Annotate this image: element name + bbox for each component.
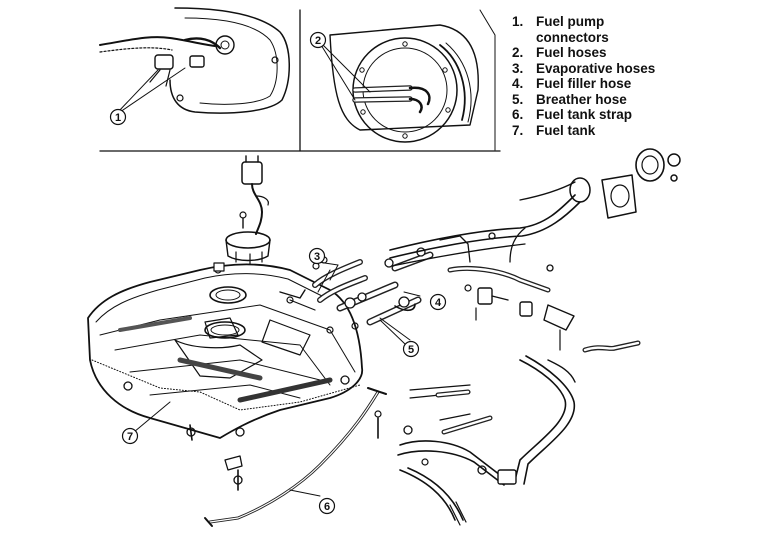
- legend-label-line-1: Fuel pump: [536, 14, 605, 29]
- legend-item-fuel-tank: 7. Fuel tank: [512, 122, 596, 138]
- callout-4: 4: [429, 293, 447, 311]
- fuel-tank-strap: [186, 387, 387, 527]
- svg-text:2: 2: [315, 35, 321, 47]
- inset-fuel-hoses: [317, 9, 496, 151]
- callout-1: 1: [109, 108, 127, 126]
- callout-leaders: [133, 319, 406, 497]
- fuel-lines: [397, 355, 576, 526]
- svg-text:3: 3: [314, 251, 320, 263]
- legend-item-evaporative-hoses: 3. Evaporative hoses: [512, 60, 656, 76]
- callout-2: 2: [309, 31, 327, 49]
- right-side-components: [464, 284, 641, 383]
- inset-fuel-pump-connectors: [99, 7, 501, 152]
- svg-text:7: 7: [127, 431, 133, 443]
- svg-text:1: 1: [115, 112, 121, 124]
- callout-7: 7: [121, 427, 139, 445]
- fuel-pump-assembly: [213, 155, 271, 272]
- svg-text:5: 5: [408, 344, 414, 356]
- filler-neck-pipes: [389, 148, 681, 293]
- callout-3: 3: [308, 247, 326, 265]
- legend-item-fuel-filler-hose: 4. Fuel filler hose: [512, 76, 632, 91]
- legend-item-fuel-tank-strap: 6. Fuel tank strap: [512, 107, 633, 122]
- legend-item-fuel-hoses: 2. Fuel hoses: [512, 45, 607, 60]
- callout-6: 6: [318, 497, 336, 515]
- legend-item-fuel-pump-connectors: 1. Fuel pump connectors: [512, 14, 609, 45]
- parts-legend: 1. Fuel pump connectors 2. Fuel hoses 3.…: [512, 14, 655, 138]
- svg-text:6: 6: [324, 501, 330, 513]
- fuel-tank: [87, 263, 363, 439]
- svg-text:4: 4: [435, 297, 442, 309]
- callout-5: 5: [402, 340, 420, 358]
- legend-item-breather-hose: 5. Breather hose: [512, 91, 627, 107]
- legend-label-line-2: connectors: [536, 29, 609, 45]
